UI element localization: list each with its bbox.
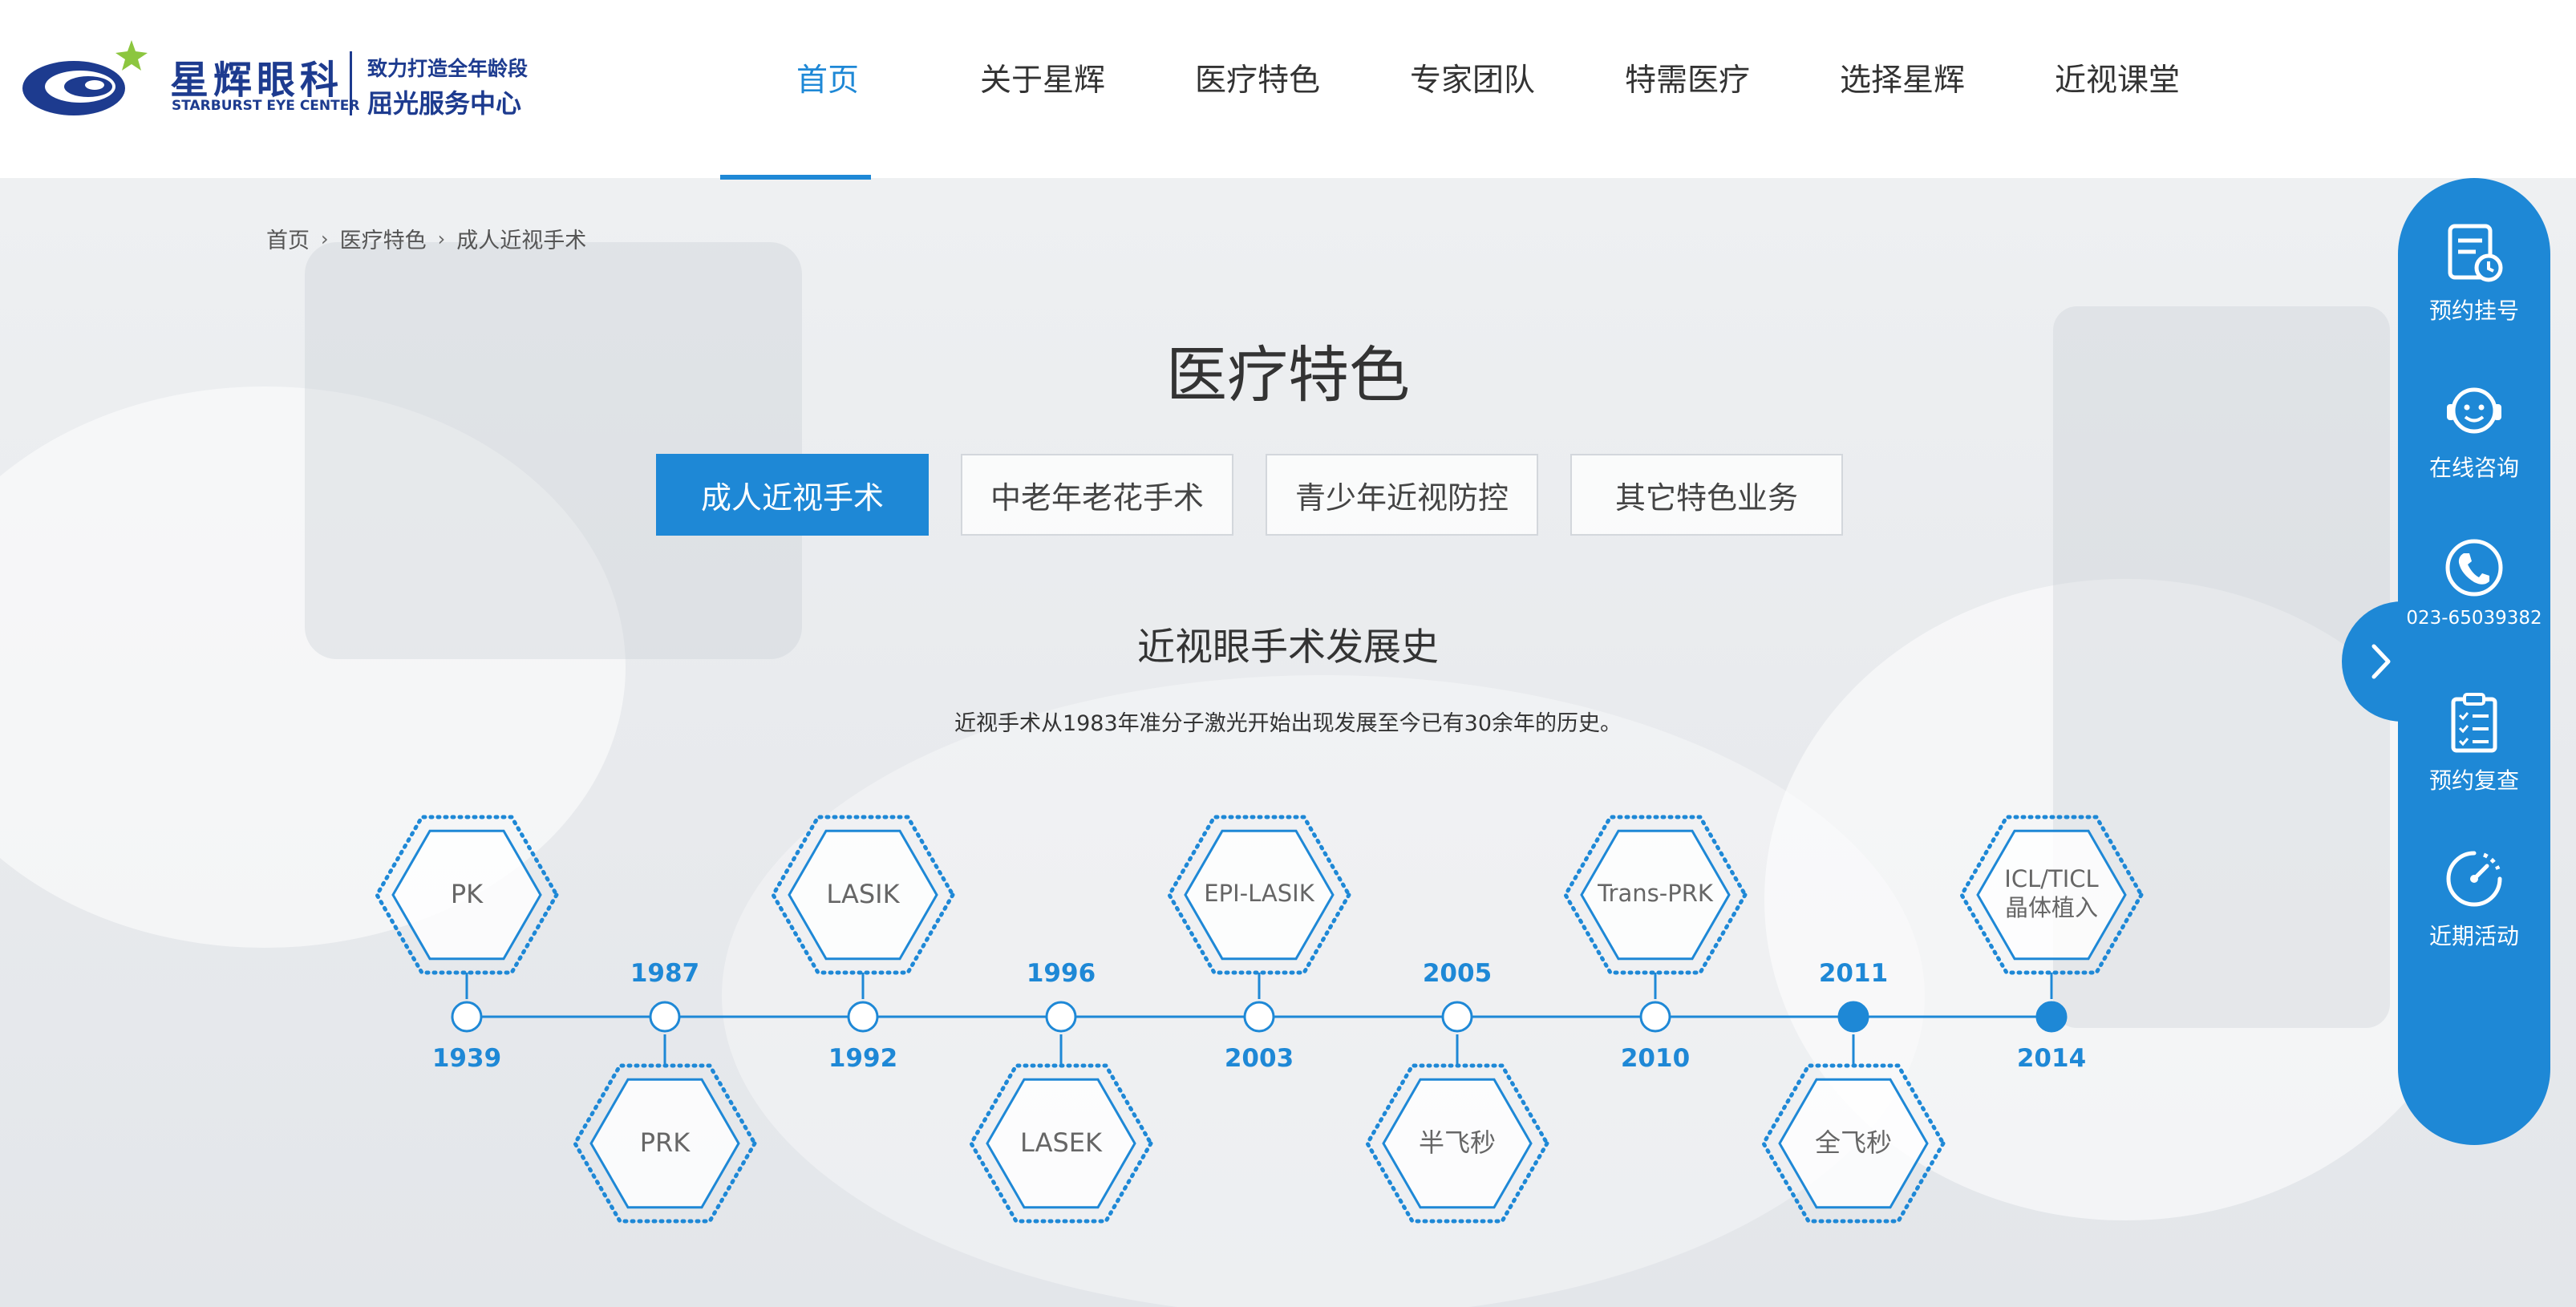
nav-active-indicator: [720, 175, 871, 180]
milestone-node: [1045, 1001, 1077, 1033]
logo-divider: [350, 51, 352, 115]
tab-presbyopia-surgery[interactable]: 中老年老花手术: [961, 454, 1233, 536]
milestone-label: 半飞秒: [1418, 1127, 1496, 1158]
milestone-label: Trans-PRK: [1598, 880, 1713, 907]
speedometer-icon: [2446, 851, 2502, 907]
milestone-hex-outline: [1365, 1063, 1549, 1224]
nav-item-myopia-class[interactable]: 近视课堂: [2054, 63, 2180, 99]
milestone-node: [1243, 1001, 1275, 1033]
milestone-node: [451, 1001, 483, 1033]
milestone-label: PK: [450, 879, 484, 909]
milestone-label: LASEK: [1020, 1127, 1102, 1158]
sidebar-label-register: 预约挂号: [2428, 297, 2519, 324]
milestone-label: LASIK: [826, 879, 900, 909]
milestone-year: 2005: [1422, 959, 1493, 988]
milestone-hex: [1976, 829, 2127, 961]
milestone-hex: [1778, 1078, 1929, 1209]
tab-youth-myopia-control[interactable]: 青少年近视防控: [1266, 454, 1538, 536]
customer-service-icon: [2447, 387, 2501, 434]
hero-background: [0, 178, 2576, 1307]
milestone-hex-outline: [1959, 815, 2144, 975]
milestone-hex: [986, 1078, 1136, 1209]
history-description: 近视手术从1983年准分子激光开始出现发展至今已有30余年的历史。: [954, 711, 1622, 736]
sidebar-label-recheck: 预约复查: [2428, 767, 2519, 794]
milestone-node: [1837, 1001, 1869, 1033]
milestone-year: 2011: [1818, 959, 1889, 988]
sidebar-item-consult[interactable]: 在线咨询: [2398, 378, 2550, 507]
brand-slogan-line2: 屈光服务中心: [367, 88, 522, 119]
main-nav: 首页 关于星辉 医疗特色 专家团队 特需医疗 选择星辉 近视课堂: [720, 0, 2225, 178]
breadcrumb-home[interactable]: 首页: [266, 229, 310, 253]
site-header: 星辉眼科 STARBURST EYE CENTER 致力打造全年龄段 屈光服务中…: [0, 0, 2576, 180]
breadcrumb-features[interactable]: 医疗特色: [339, 229, 427, 253]
milestone-year: 2003: [1224, 1044, 1294, 1073]
milestone-label: PRK: [639, 1127, 691, 1158]
sidebar-item-events[interactable]: 近期活动: [2398, 847, 2550, 975]
register-icon: [2448, 224, 2503, 282]
brand-name-cn: 星辉眼科: [170, 58, 344, 103]
feature-tabs: 成人近视手术 中老年老花手术 青少年近视防控 其它特色业务: [656, 454, 1843, 536]
milestone-hex-outline: [573, 1063, 757, 1224]
milestone-node: [1639, 1001, 1671, 1033]
sidebar-label-consult: 在线咨询: [2428, 455, 2519, 481]
chevron-right-icon: ›: [437, 227, 446, 250]
milestone-node: [847, 1001, 879, 1033]
phone-icon: [2445, 539, 2503, 597]
milestone-hex: [1184, 829, 1335, 961]
milestone-year: 1939: [431, 1044, 502, 1073]
milestone-year: 1992: [828, 1044, 898, 1073]
history-title: 近视眼手术发展史: [1137, 625, 1439, 670]
clipboard-icon: [2451, 693, 2497, 753]
milestone-year: 2014: [2016, 1044, 2087, 1073]
sidebar-label-events: 近期活动: [2428, 923, 2519, 949]
nav-item-why-us[interactable]: 选择星辉: [1839, 63, 1965, 99]
nav-item-about[interactable]: 关于星辉: [979, 63, 1105, 99]
milestone-hex: [589, 1078, 740, 1209]
milestone-hex: [391, 829, 542, 961]
milestone-hex-outline: [969, 1063, 1153, 1224]
milestone-label: EPI-LASIK: [1204, 880, 1314, 907]
tab-other-services[interactable]: 其它特色业务: [1570, 454, 1843, 536]
milestone-year: 1996: [1026, 959, 1096, 988]
sidebar-label-phone: 023-65039382: [2406, 608, 2542, 629]
milestone-hex-outline: [771, 815, 955, 975]
chevron-right-icon: [2371, 644, 2391, 679]
milestone-node: [2035, 1001, 2068, 1033]
milestone-label-line: 晶体植入: [2004, 894, 2098, 921]
chevron-right-icon: ›: [321, 227, 329, 250]
milestone-node: [649, 1001, 681, 1033]
logo-eye-icon: [22, 40, 148, 115]
milestone-label: 全飞秒: [1814, 1127, 1892, 1158]
milestone-year: 1987: [630, 959, 700, 988]
milestone-year: 2010: [1620, 1044, 1691, 1073]
brand-name-en: STARBURST EYE CENTER: [172, 98, 360, 114]
milestone-hex: [1382, 1078, 1533, 1209]
breadcrumb: 首页 › 医疗特色 › 成人近视手术: [266, 223, 586, 254]
quick-service-panel: 预约挂号 在线咨询 023-65039382 预约复查: [2398, 178, 2550, 1145]
milestone-hex-outline: [375, 815, 559, 975]
milestone-node: [1441, 1001, 1473, 1033]
nav-item-experts[interactable]: 专家团队: [1409, 63, 1535, 99]
milestone-hex-outline: [1761, 1063, 1946, 1224]
brand-slogan-line1: 致力打造全年龄段: [367, 57, 529, 80]
milestone-hex-outline: [1167, 815, 1351, 975]
sidebar-item-phone[interactable]: 023-65039382: [2398, 536, 2550, 664]
sidebar-item-recheck[interactable]: 预约复查: [2398, 691, 2550, 819]
nav-item-features[interactable]: 医疗特色: [1194, 63, 1320, 99]
tab-adult-myopia-surgery[interactable]: 成人近视手术: [656, 454, 929, 536]
milestone-hex-outline: [1563, 815, 1748, 975]
page-title: 医疗特色: [1166, 339, 1410, 411]
nav-item-special-care[interactable]: 特需医疗: [1624, 63, 1750, 99]
breadcrumb-current: 成人近视手术: [456, 229, 587, 253]
sidebar-item-register[interactable]: 预约挂号: [2398, 221, 2550, 350]
brand-logo[interactable]: 星辉眼科 STARBURST EYE CENTER 致力打造全年龄段 屈光服务中…: [21, 40, 528, 128]
milestone-hex: [1580, 829, 1731, 961]
milestone-hex: [788, 829, 938, 961]
nav-item-home[interactable]: 首页: [796, 63, 859, 99]
milestone-label-line: ICL/TICL: [2004, 865, 2099, 892]
